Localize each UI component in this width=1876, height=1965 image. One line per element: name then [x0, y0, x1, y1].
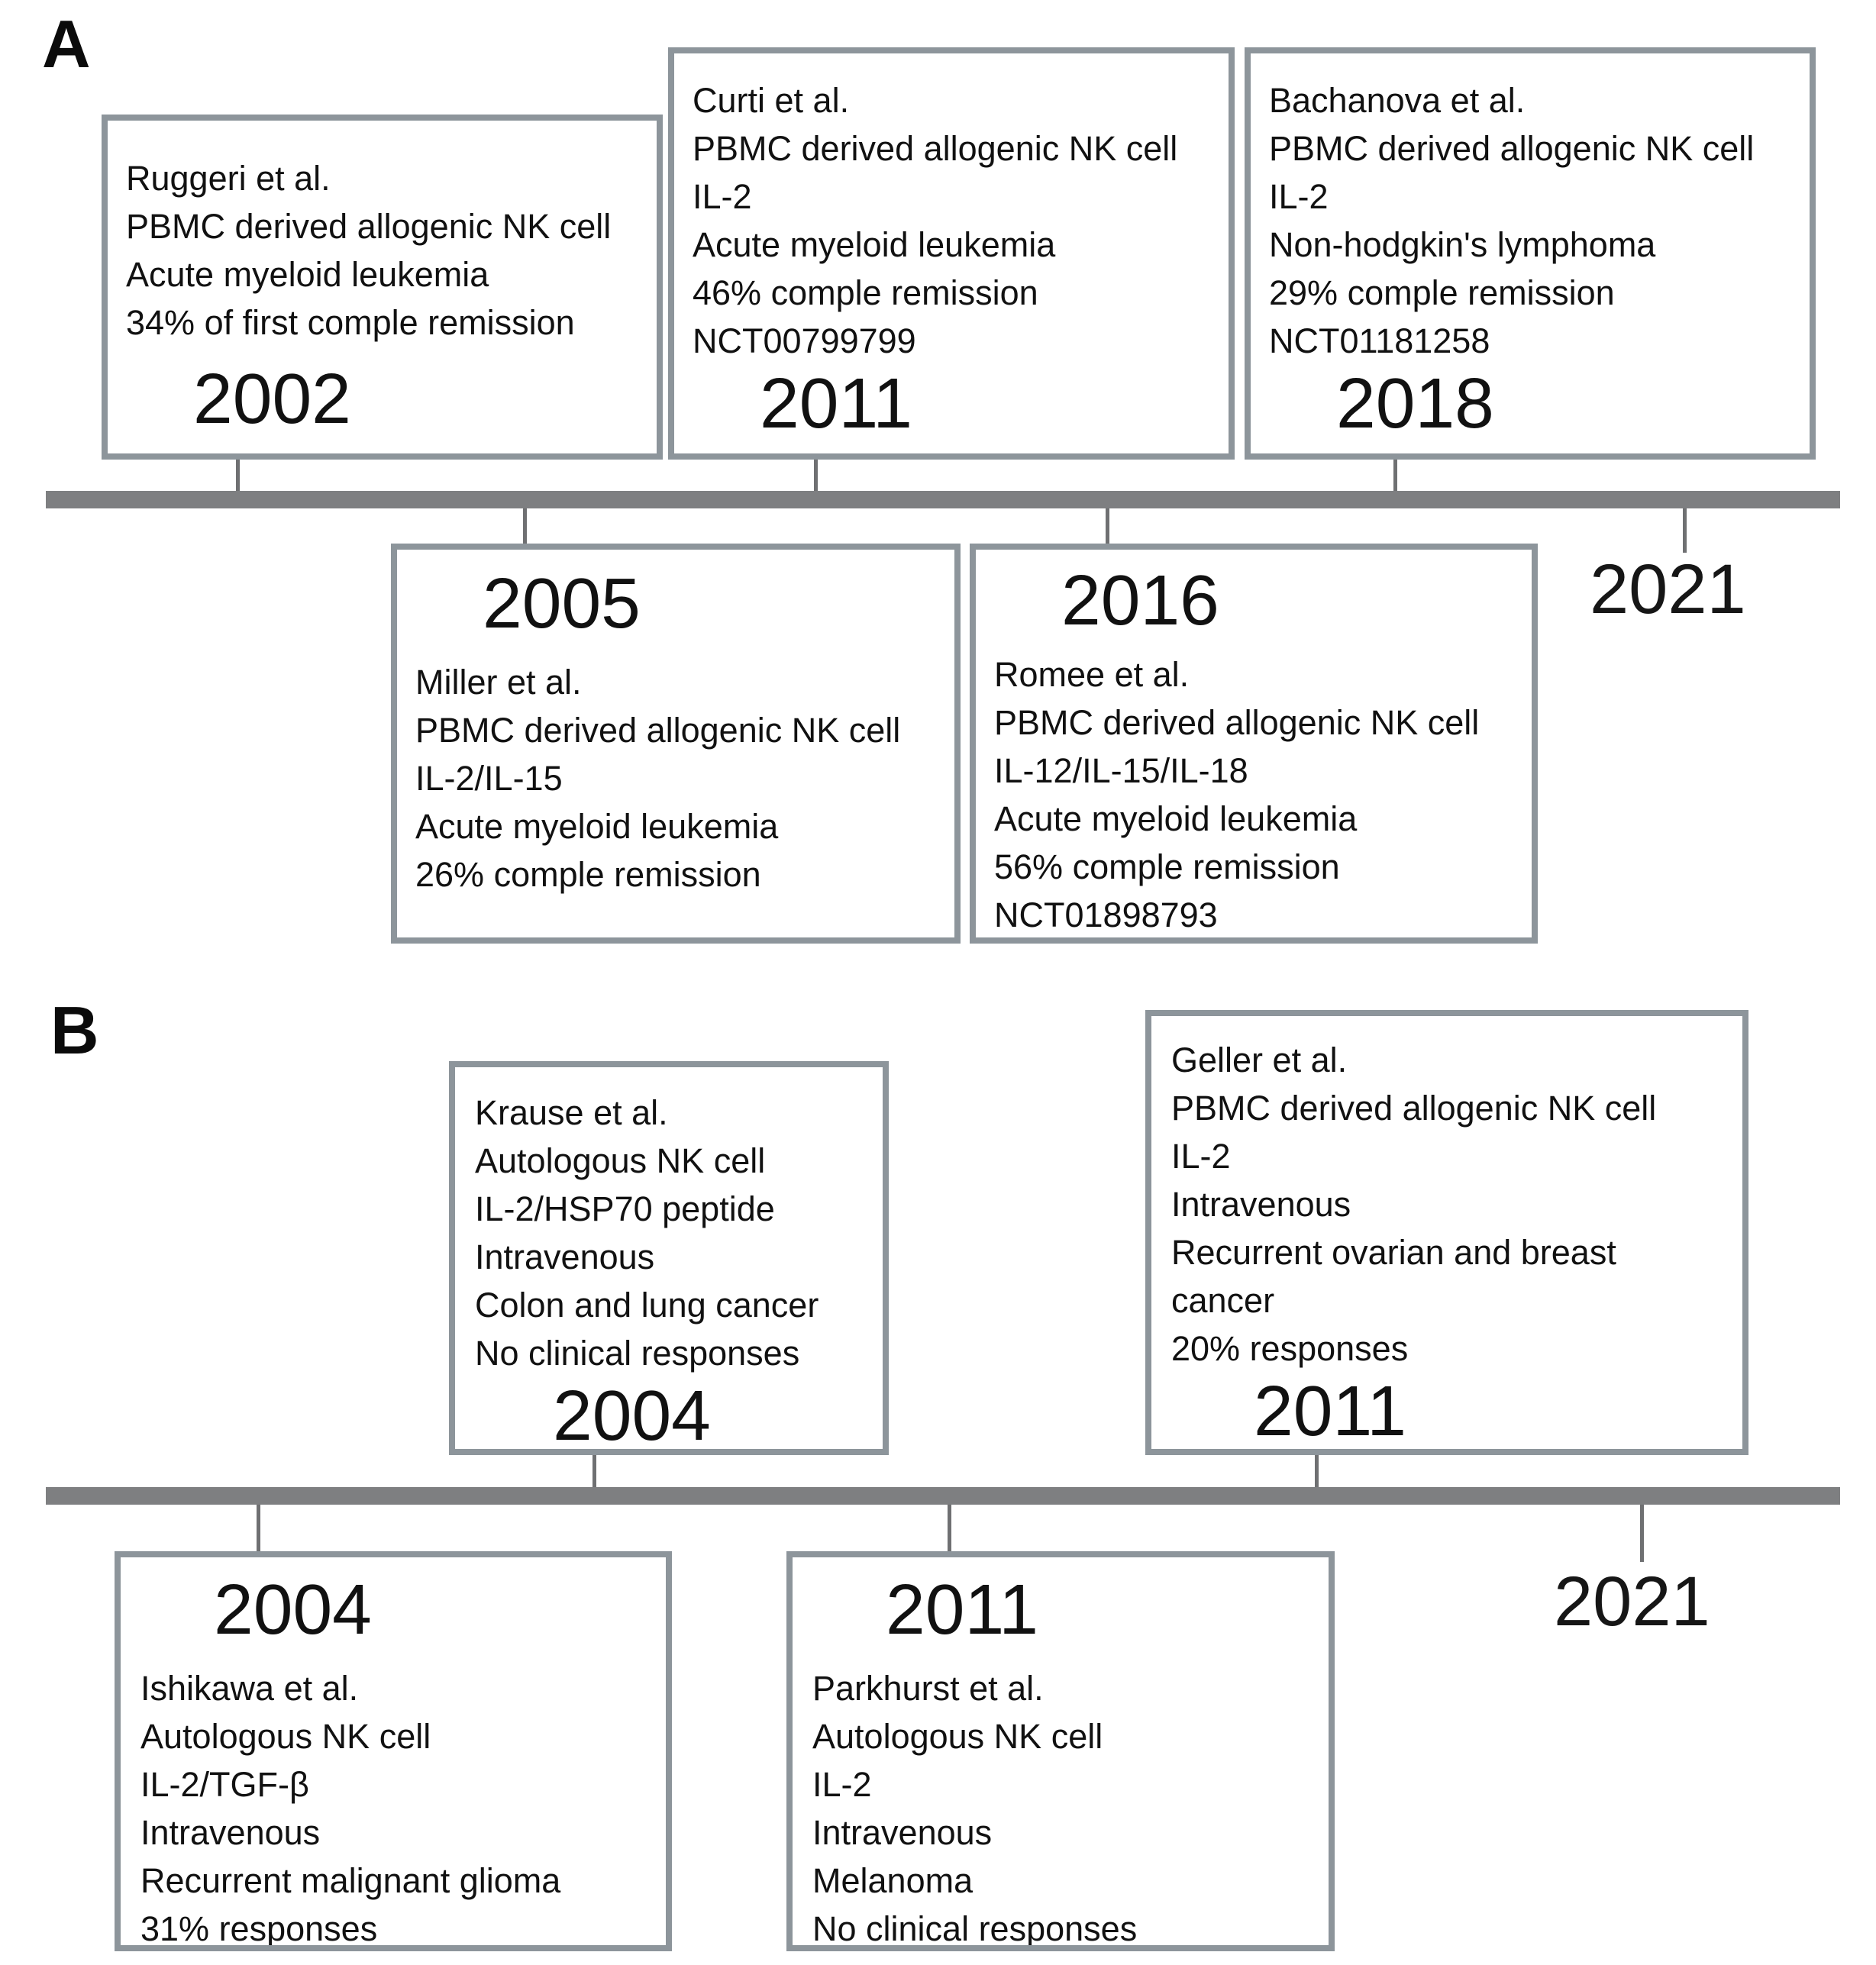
event-box-romee-2016: 2016 Romee et al. PBMC derived allogenic…: [970, 544, 1538, 944]
timeline-tick: [1640, 1505, 1644, 1562]
timeline-tick: [948, 1505, 951, 1551]
panel-b-label: B: [50, 992, 99, 1068]
timeline-tick: [814, 460, 818, 491]
event-detail-line: IL-2/IL-15: [415, 759, 563, 799]
event-detail-line: PBMC derived allogenic NK cell: [126, 207, 612, 246]
event-detail-line: cancer: [1171, 1281, 1275, 1320]
event-detail-line: Curti et al.: [693, 81, 850, 120]
event-detail-line: NCT01181258: [1269, 321, 1490, 360]
timeline-tick: [236, 460, 240, 491]
event-box-ishikawa-2004: 2004 Ishikawa et al. Autologous NK cell …: [115, 1551, 672, 1951]
event-detail-line: NCT00799799: [693, 321, 916, 360]
event-detail-line: PBMC derived allogenic NK cell: [415, 711, 901, 750]
event-box-miller-2005: 2005 Miller et al. PBMC derived allogeni…: [391, 544, 961, 944]
event-box-bachanova-2018: Bachanova et al. PBMC derived allogenic …: [1245, 47, 1816, 460]
event-detail-line: No clinical responses: [475, 1334, 800, 1373]
timeline-tick: [1683, 508, 1687, 553]
event-detail-line: 29% comple remission: [1269, 273, 1615, 312]
event-box-krause-2004: Krause et al. Autologous NK cell IL-2/HS…: [449, 1061, 889, 1455]
event-detail-line: Acute myeloid leukemia: [126, 255, 489, 294]
event-detail-line: 34% of first comple remission: [126, 303, 575, 342]
event-detail-line: 20% responses: [1171, 1329, 1409, 1368]
event-detail-line: IL-12/IL-15/IL-18: [994, 751, 1248, 791]
timeline-end-year-label: 2021: [1554, 1563, 1710, 1641]
event-detail-line: Geller et al.: [1171, 1041, 1348, 1079]
event-year: 2004: [553, 1376, 711, 1455]
event-detail-line: Krause et al.: [475, 1093, 668, 1132]
event-detail-line: Acute myeloid leukemia: [693, 225, 1056, 264]
event-detail-line: IL-2/TGF-β: [140, 1765, 309, 1805]
event-detail-line: Autologous NK cell: [475, 1141, 766, 1180]
event-detail-line: IL-2: [1269, 177, 1329, 216]
event-detail-line: Melanoma: [812, 1861, 974, 1901]
event-detail-line: Parkhurst et al.: [812, 1669, 1044, 1708]
timeline-tick: [523, 508, 527, 544]
event-detail-line: NCT01898793: [994, 895, 1218, 935]
timeline-bar-b: [46, 1487, 1840, 1505]
event-detail-line: Recurrent ovarian and breast: [1171, 1233, 1616, 1272]
timeline-bar-a: [46, 491, 1840, 508]
event-detail-line: PBMC derived allogenic NK cell: [1269, 129, 1755, 168]
event-year: 2011: [1254, 1371, 1406, 1450]
event-detail-line: Miller et al.: [415, 663, 582, 702]
event-detail-line: IL-2: [812, 1765, 872, 1805]
timeline-tick: [1106, 508, 1109, 544]
event-detail-line: Ruggeri et al.: [126, 159, 331, 198]
timeline-tick: [1315, 1455, 1319, 1487]
event-year: 2011: [886, 1570, 1038, 1649]
event-box-ruggeri-2002: Ruggeri et al. PBMC derived allogenic NK…: [102, 115, 663, 460]
event-detail-line: IL-2: [1171, 1137, 1231, 1176]
event-detail-line: Acute myeloid leukemia: [415, 807, 779, 847]
event-detail-line: Colon and lung cancer: [475, 1286, 819, 1325]
event-detail-line: PBMC derived allogenic NK cell: [693, 129, 1178, 168]
event-year: 2016: [1061, 560, 1219, 640]
event-year: 2002: [193, 358, 351, 438]
timeline-tick: [257, 1505, 260, 1551]
event-year: 2011: [760, 363, 912, 443]
timeline-end-year-label: 2021: [1590, 550, 1746, 628]
event-detail-line: Autologous NK cell: [812, 1717, 1103, 1757]
event-year: 2005: [483, 563, 641, 643]
event-detail-line: Recurrent malignant glioma: [140, 1861, 561, 1901]
event-detail-line: Romee et al.: [994, 655, 1190, 695]
event-detail-line: Ishikawa et al.: [140, 1669, 359, 1708]
event-detail-line: 31% responses: [140, 1909, 378, 1949]
panel-a-label: A: [42, 6, 91, 82]
event-detail-line: PBMC derived allogenic NK cell: [1171, 1089, 1657, 1128]
event-detail-line: PBMC derived allogenic NK cell: [994, 703, 1480, 743]
event-detail-line: Intravenous: [475, 1237, 655, 1276]
event-detail-line: 26% comple remission: [415, 855, 761, 895]
event-detail-line: Acute myeloid leukemia: [994, 799, 1358, 839]
event-detail-line: 46% comple remission: [693, 273, 1038, 312]
event-year: 2018: [1336, 363, 1494, 443]
event-detail-line: No clinical responses: [812, 1909, 1138, 1949]
event-detail-line: Intravenous: [140, 1813, 321, 1853]
event-box-geller-2011: Geller et al. PBMC derived allogenic NK …: [1145, 1010, 1748, 1455]
event-box-parkhurst-2011: 2011 Parkhurst et al. Autologous NK cell…: [786, 1551, 1335, 1951]
event-box-curti-2011: Curti et al. PBMC derived allogenic NK c…: [668, 47, 1235, 460]
timeline-tick: [593, 1455, 596, 1487]
event-detail-line: Bachanova et al.: [1269, 81, 1526, 120]
event-detail-line: Autologous NK cell: [140, 1717, 431, 1757]
event-detail-line: IL-2/HSP70 peptide: [475, 1189, 775, 1228]
event-detail-line: Intravenous: [1171, 1185, 1351, 1224]
event-detail-line: Intravenous: [812, 1813, 993, 1853]
event-detail-line: IL-2: [693, 177, 752, 216]
event-detail-line: 56% comple remission: [994, 847, 1340, 887]
timeline-tick: [1393, 460, 1397, 491]
event-detail-line: Non-hodgkin's lymphoma: [1269, 225, 1656, 264]
event-year: 2004: [214, 1570, 372, 1649]
